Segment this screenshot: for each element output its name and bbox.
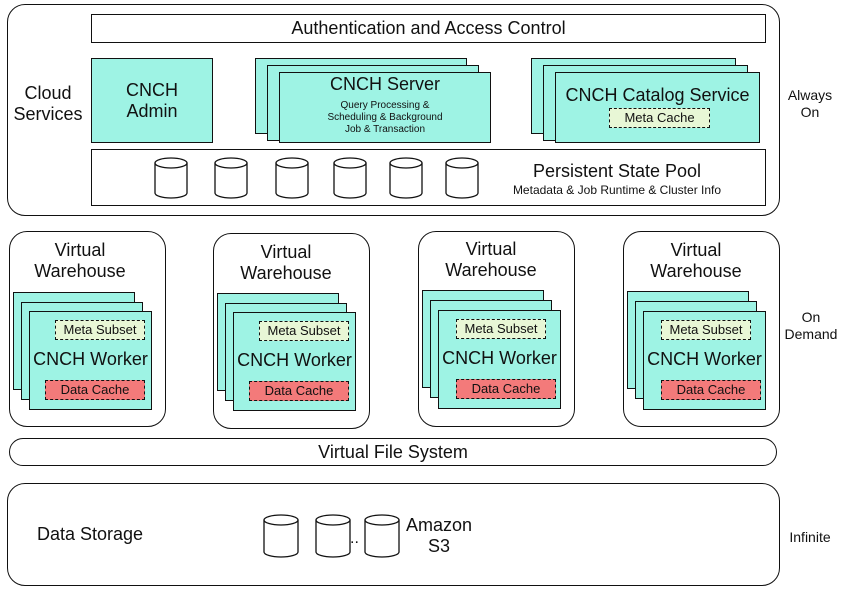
always-on-label: Always On [787, 86, 833, 121]
state-pool-title: Persistent State Pool [532, 160, 702, 181]
warehouse-title: Virtual Warehouse [445, 239, 537, 280]
state-pool-desc: Metadata & Job Runtime & Cluster Info [512, 182, 722, 197]
cnch-server-desc: Query Processing & Scheduling & Backgrou… [327, 100, 443, 135]
meta-subset: Meta Subset [456, 319, 546, 339]
auth-access-control: Authentication and Access Control [91, 14, 766, 43]
warehouse-title: Virtual Warehouse [240, 242, 332, 283]
database-icon [154, 157, 479, 199]
database-icon [263, 514, 400, 558]
virtual-file-system: Virtual File System [9, 438, 777, 466]
data-cache: Data Cache [661, 380, 761, 400]
cnch-worker-label: CNCH Worker [442, 347, 557, 368]
meta-cache: Meta Cache [609, 108, 710, 128]
cnch-server: CNCH Server Query Processing & Schedulin… [279, 72, 491, 143]
catalog-service: CNCH Catalog Service Meta Cache [555, 72, 760, 143]
amazon-s3-label: Amazon S3 [405, 515, 473, 556]
warehouse-title: Virtual Warehouse [650, 240, 742, 281]
cnch-server-title: CNCH Server [329, 73, 440, 94]
cnch-admin: CNCH Admin [91, 58, 213, 143]
catalog-service-title: CNCH Catalog Service [565, 84, 750, 105]
data-cache: Data Cache [45, 380, 145, 400]
cnch-worker: Meta Subset CNCH Worker Data Cache [29, 311, 152, 410]
persistent-state-pool: Persistent State Pool Metadata & Job Run… [91, 149, 766, 206]
meta-subset: Meta Subset [661, 320, 751, 340]
storage-cylinders [263, 514, 400, 558]
data-cache: Data Cache [456, 379, 556, 399]
meta-subset: Meta Subset [55, 320, 145, 340]
cloud-services-label: Cloud Services [13, 83, 83, 124]
data-storage-label: Data Storage [36, 523, 144, 544]
infinite-label: Infinite [789, 529, 831, 545]
cnch-worker: Meta Subset CNCH Worker Data Cache [643, 311, 766, 410]
cnch-worker-label: CNCH Worker [33, 348, 148, 369]
warehouse-title: Virtual Warehouse [34, 240, 126, 281]
state-pool-cylinders [154, 157, 479, 199]
on-demand-label: On Demand [784, 308, 838, 343]
data-cache: Data Cache [249, 381, 349, 401]
meta-subset: Meta Subset [259, 321, 349, 341]
cnch-worker: Meta Subset CNCH Worker Data Cache [438, 310, 561, 409]
storage-dots: .. [350, 530, 359, 547]
cnch-worker-label: CNCH Worker [647, 348, 762, 369]
cnch-worker: Meta Subset CNCH Worker Data Cache [233, 312, 356, 411]
cnch-worker-label: CNCH Worker [237, 349, 352, 370]
